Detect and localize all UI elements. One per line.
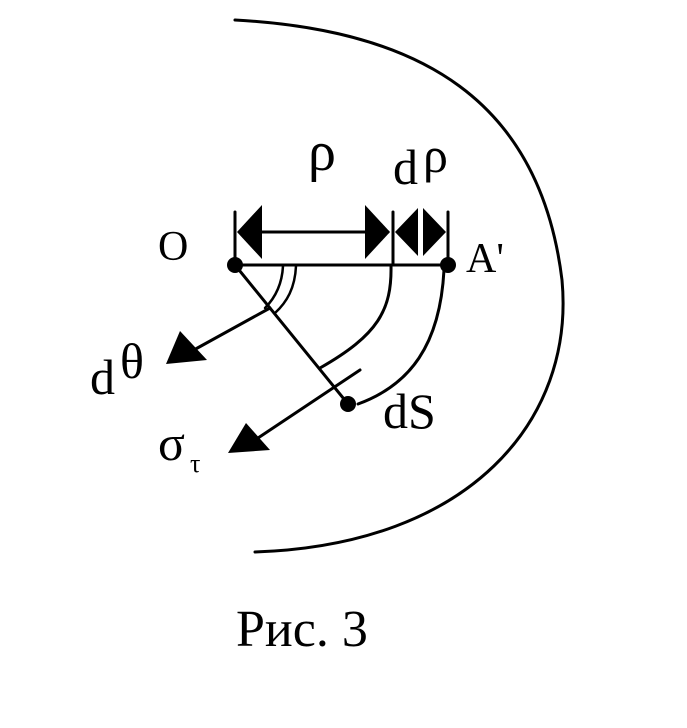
drho-arrow-right — [423, 208, 446, 256]
label-point-a: A' — [466, 236, 504, 282]
label-drho-rho: ρ — [423, 127, 448, 183]
label-rho: ρ — [308, 121, 336, 183]
arc-rho-curve — [318, 263, 393, 370]
rho-arrow-right — [365, 205, 390, 259]
label-sigma-sub: τ — [190, 449, 200, 478]
arc-a-curve — [356, 268, 446, 406]
boundary-arc — [233, 18, 565, 554]
angle-arc-outer — [273, 264, 298, 315]
label-dtheta-theta: θ — [120, 333, 144, 389]
dtheta-vector-head — [166, 331, 207, 364]
rho-arrow-left — [237, 205, 262, 259]
label-ds: dS — [383, 383, 436, 439]
label-dtheta-d: d — [90, 349, 115, 405]
point-a — [440, 257, 456, 273]
dtheta-vector-line — [190, 306, 272, 353]
label-sigma: σ — [158, 415, 185, 471]
drho-arrow-left — [395, 208, 418, 256]
sigma-vector-head — [228, 423, 270, 453]
label-drho-d: d — [393, 139, 418, 195]
label-origin: O — [158, 224, 188, 270]
diagonal-line — [233, 263, 350, 406]
angle-arc-inner — [263, 264, 285, 310]
sigma-vector-line — [253, 368, 362, 442]
figure-caption: Рис. 3 — [236, 601, 368, 658]
